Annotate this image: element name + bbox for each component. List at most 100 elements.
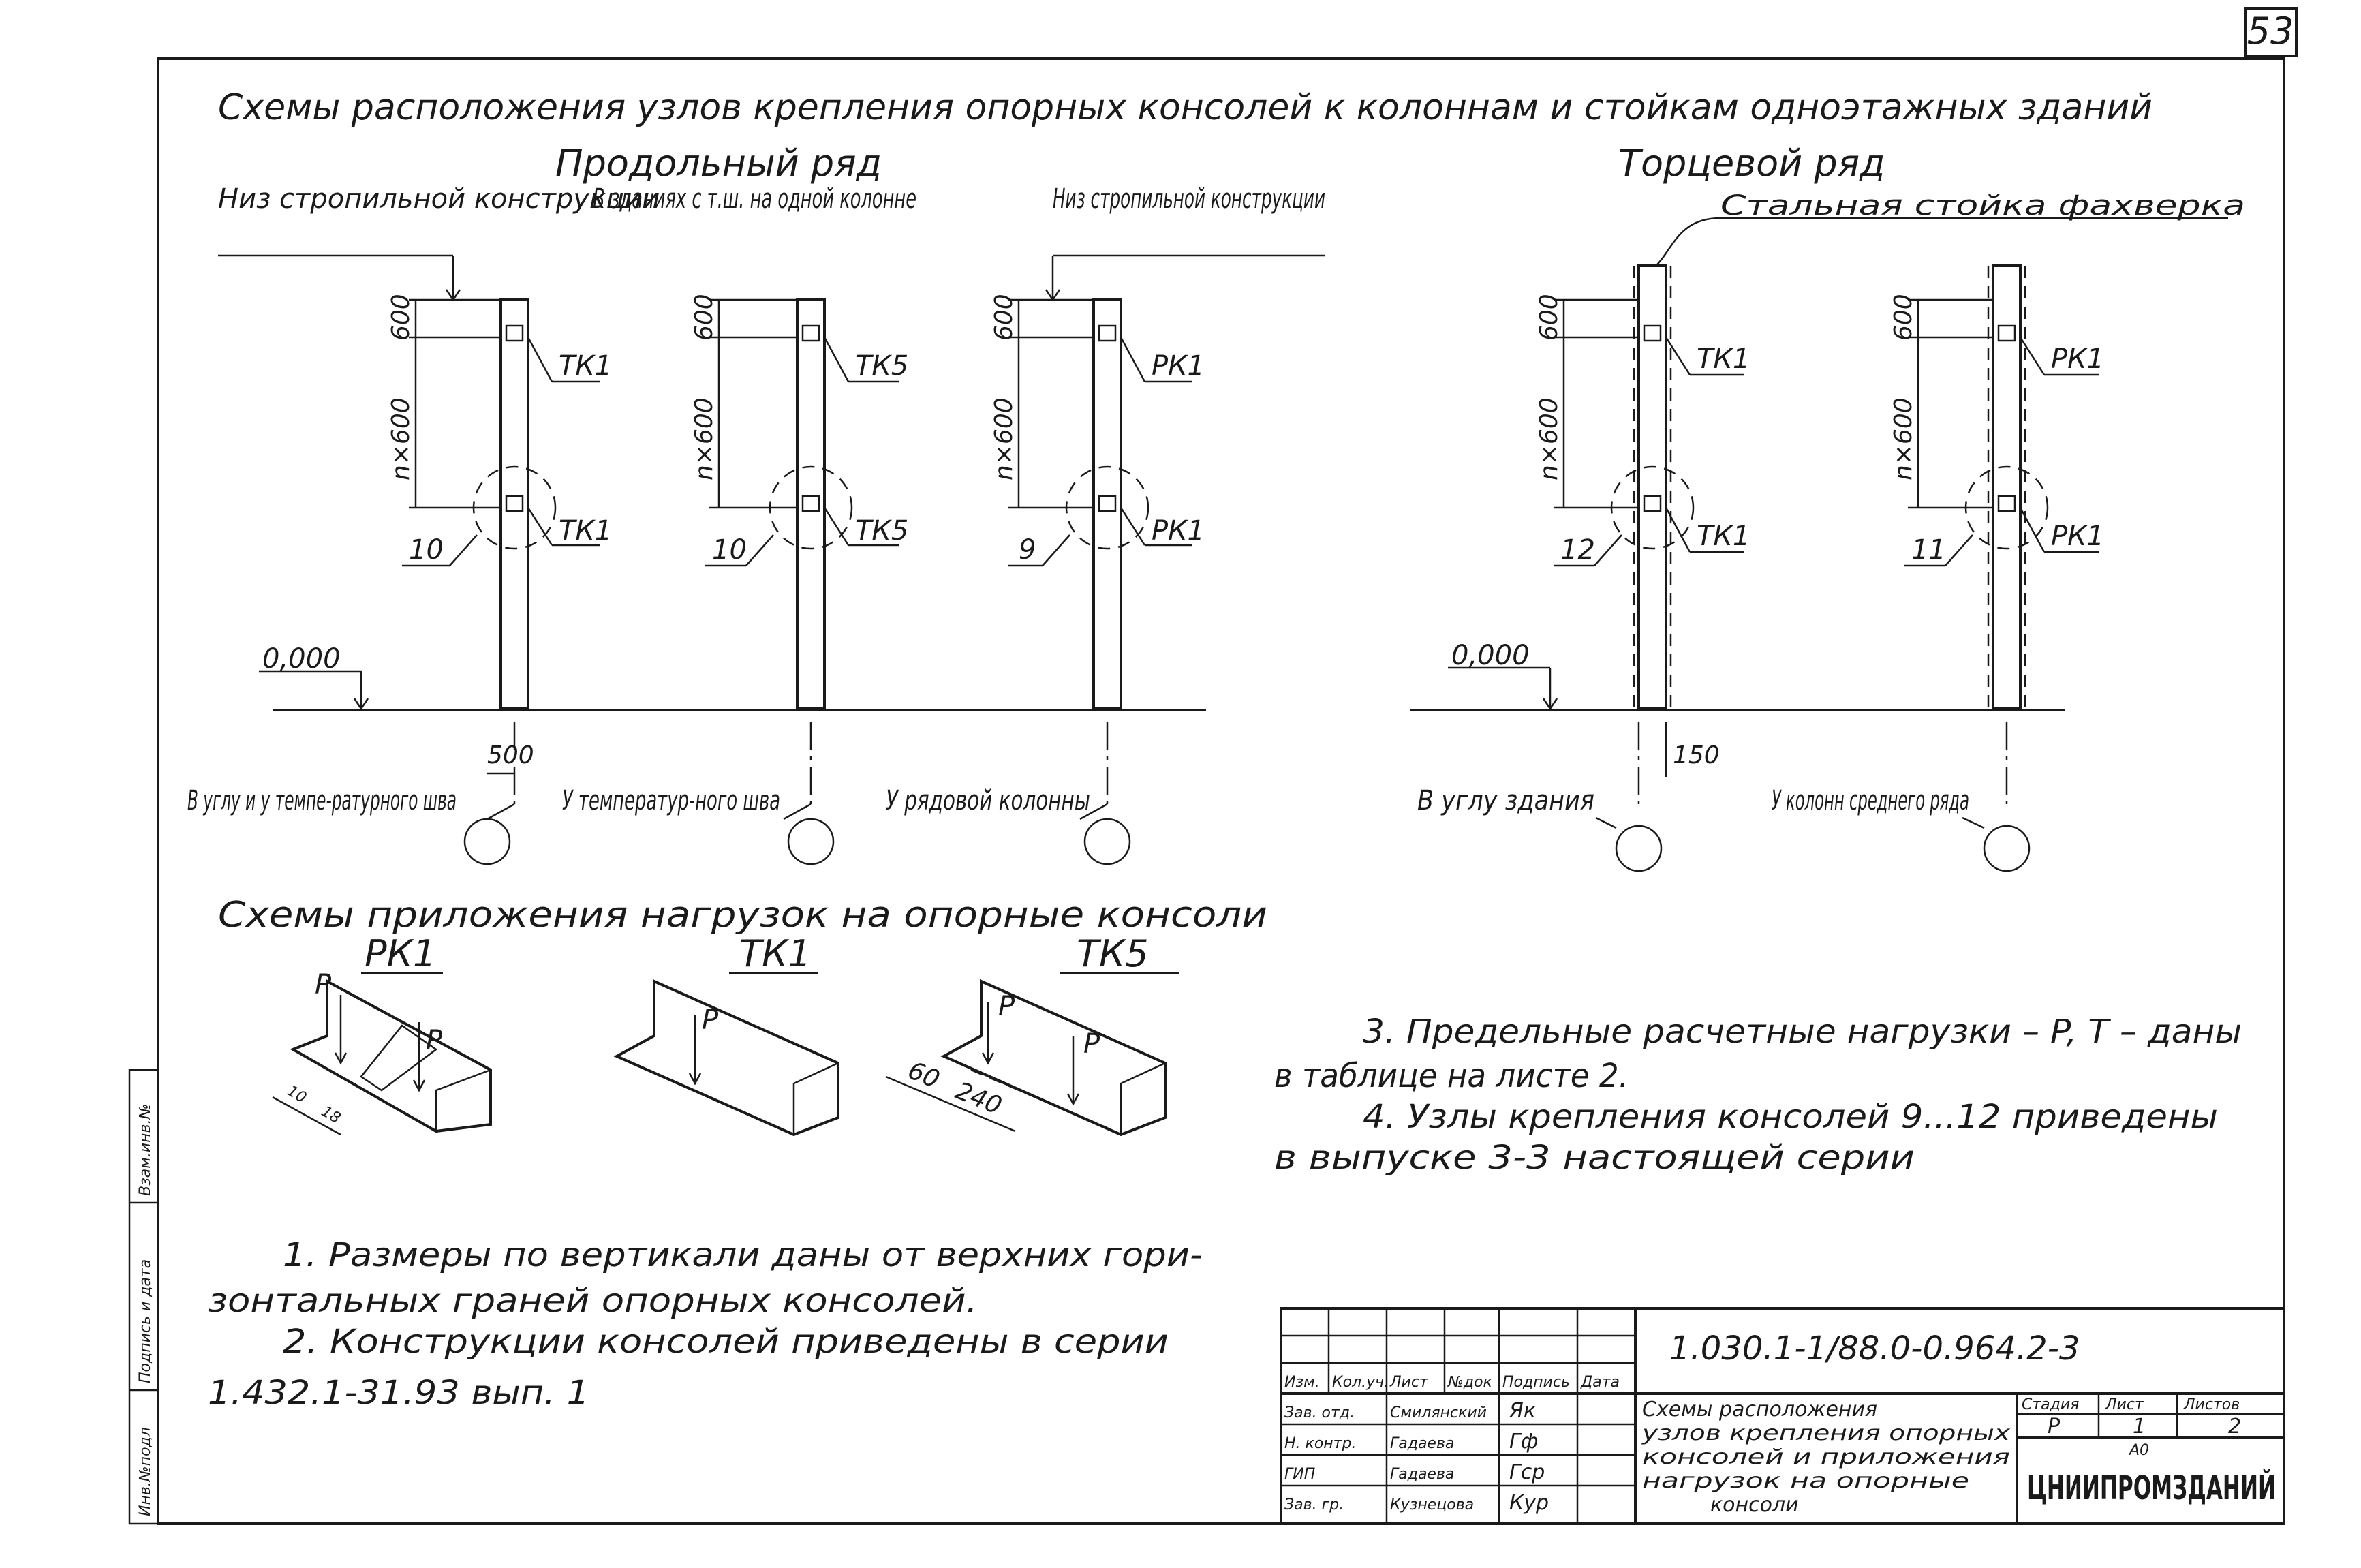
column-2-location: У температур-ного шва: [562, 785, 780, 816]
column-scheme-1: Низ стропильной конструкции 600 n×600 ТК…: [187, 183, 660, 865]
column-3-shaft: [1092, 298, 1122, 710]
tb-desc-2: узлов крепления опорных: [1641, 1421, 2011, 1445]
tb-signature-1: Як: [1509, 1399, 1536, 1423]
load-scheme-tk5-dim1: 60: [904, 1056, 944, 1094]
tb-signature-3: Гср: [1509, 1460, 1545, 1484]
column-2-top-label: В зданиях с т.ш. на одной колонне: [593, 183, 916, 215]
tb-role-3: ГИП: [1284, 1466, 1315, 1483]
tb-role-2: Н. контр.: [1284, 1435, 1356, 1452]
end-row-top-label: Стальная стойка фахверка: [1720, 190, 2245, 221]
column-3-dim-600: 600: [990, 294, 1018, 341]
longitudinal-row-heading: Продольный ряд: [555, 142, 882, 185]
tb-document-code: 1.030.1-1/88.0-0.964.2-3: [1669, 1329, 2080, 1368]
side-stamp-signature: Подпись и дата: [137, 1259, 154, 1383]
column-5-node-number: 11: [1911, 534, 1946, 566]
column-1-bracket-upper: ТК1: [559, 350, 612, 382]
column-5-bracket-upper: РК1: [2051, 343, 2104, 375]
column-5-dim-600: 600: [1889, 294, 1917, 341]
column-5-bracket-lower: РК1: [2051, 521, 2104, 552]
note-1-line-1: 1. Размеры по вертикали даны от верхних …: [283, 1236, 1203, 1274]
column-2-dim-600: 600: [690, 294, 718, 341]
tb-desc-4: нагрузок на опорные: [1642, 1469, 1969, 1493]
column-4-offset: 150: [1673, 741, 1720, 769]
column-5-shaft: [1992, 264, 2022, 710]
tb-header-podpis: Подпись: [1502, 1374, 1570, 1391]
column-scheme-5: 600 n×600 РК1 РК1 11 У колонн среднего р…: [1772, 264, 2104, 872]
column-5-axis-marker: [1983, 825, 2031, 872]
note-1-line-2: зонтальных граней опорных консолей.: [208, 1282, 978, 1320]
note-4-line-2: в выпуске 3-3 настоящей серии: [1274, 1139, 1915, 1177]
tb-signature-2: Гф: [1509, 1430, 1538, 1454]
column-1-node-number: 10: [409, 534, 444, 566]
tb-stage-value: Р: [2048, 1415, 2061, 1439]
load-scheme-rk1-load2: P: [426, 1025, 443, 1056]
note-4-line-1: 4. Узлы крепления консолей 9...12 привед…: [1363, 1098, 2218, 1136]
tb-sheets-value: 2: [2228, 1415, 2241, 1439]
column-4-dim-n600: n×600: [1535, 397, 1563, 480]
column-3-location: У рядовой колонны: [886, 785, 1090, 816]
note-2-line-1: 2. Конструкции консолей приведены в сери…: [283, 1323, 1169, 1361]
ground-level-mark-left: 0,000: [262, 643, 341, 675]
tb-name-3: Гадаева: [1390, 1466, 1454, 1483]
side-stamp: Инв.№подл Подпись и дата Взам.инв.№: [128, 1069, 159, 1525]
notes-left: 1. Размеры по вертикали даны от верхних …: [208, 1236, 1203, 1412]
note-2-line-2: 1.432.1-31.93 вып. 1: [208, 1374, 589, 1412]
column-5-dim-n600: n×600: [1889, 397, 1917, 480]
column-scheme-2: В зданиях с т.ш. на одной колонне 600 n×…: [562, 183, 916, 865]
column-1-dim-n600: n×600: [387, 397, 415, 480]
column-2-axis-marker: [787, 818, 835, 865]
column-3-node-number: 9: [1019, 534, 1036, 566]
load-scheme-rk1: РК1 P P 10 18: [272, 932, 492, 1136]
column-1-dim-600: 600: [387, 294, 415, 341]
column-1-top-label: Низ стропильной конструкции: [218, 183, 660, 215]
tb-desc-5: консоли: [1710, 1493, 1799, 1517]
column-3-bracket-lower: РК1: [1152, 515, 1205, 547]
tb-name-2: Гадаева: [1390, 1435, 1454, 1452]
load-scheme-rk1-load: P: [315, 969, 332, 1000]
column-4-location: В углу здания: [1417, 785, 1594, 816]
column-4-dim-600: 600: [1535, 294, 1563, 341]
tb-name-4: Кузнецова: [1390, 1496, 1474, 1513]
column-1-location: В углу и у темпе-ратурного шва: [187, 785, 457, 816]
tb-header-izm: Изм.: [1284, 1374, 1320, 1391]
column-1-shaft: [499, 298, 529, 710]
tb-organization: ЦНИИПРОМЗДАНИЙ: [2027, 1469, 2276, 1507]
column-3-top-label: Низ стропильной конструкции: [1053, 183, 1325, 215]
column-1-axis-marker: [463, 818, 511, 865]
tb-header-data: Дата: [1580, 1374, 1620, 1391]
load-scheme-tk5-name: ТК5: [1077, 932, 1149, 975]
column-1-bracket-lower: ТК1: [559, 515, 612, 547]
load-scheme-tk1-load: P: [702, 1004, 719, 1036]
column-4-bracket-lower: ТК1: [1697, 521, 1750, 552]
tb-format: А0: [2128, 1442, 2149, 1459]
end-row-heading: Торцевой ряд: [1618, 142, 1885, 185]
column-2-node-number: 10: [712, 534, 747, 566]
column-2-bracket-lower: ТК5: [855, 515, 908, 547]
column-scheme-4: Стальная стойка фахверка 600 n×600 ТК1 Т…: [1417, 190, 2245, 872]
tb-header-ndok: №док: [1447, 1374, 1493, 1391]
tb-role-4: Зав. гр.: [1284, 1496, 1344, 1513]
column-scheme-3: Низ стропильной конструкции 600 n×600 РК…: [886, 183, 1325, 865]
tb-desc-3: консолей и приложения: [1642, 1445, 2010, 1469]
load-scheme-tk5-dim2: 240: [952, 1077, 1006, 1120]
load-scheme-tk1: ТК1 P: [613, 932, 839, 1137]
note-3-line-1: 3. Предельные расчетные нагрузки – P, T …: [1363, 1013, 2242, 1051]
tb-name-1: Смилянский: [1390, 1404, 1487, 1421]
tb-stage-label: Стадия: [2022, 1396, 2079, 1413]
side-stamp-inv: Инв.№подл: [137, 1427, 154, 1516]
tb-sheets-label: Листов: [2183, 1396, 2240, 1413]
column-2-bracket-upper: ТК5: [855, 350, 908, 382]
column-3-bracket-upper: РК1: [1152, 350, 1205, 382]
column-2-shaft: [796, 298, 826, 710]
column-3-axis-marker: [1083, 818, 1131, 865]
load-scheme-tk1-name: ТК1: [739, 932, 812, 975]
column-4-shaft: [1637, 264, 1667, 710]
side-stamp-replace: Взам.инв.№: [137, 1104, 154, 1196]
sheet-number: 53: [2247, 10, 2294, 52]
drawing-frame: [157, 57, 2285, 1525]
tb-signature-4: Кур: [1509, 1491, 1549, 1515]
sheet-number-box: [2244, 7, 2298, 57]
column-4-axis-marker: [1615, 825, 1663, 872]
notes-right: 3. Предельные расчетные нагрузки – P, T …: [1274, 1013, 2242, 1177]
column-5-location: У колонн среднего ряда: [1772, 785, 1969, 816]
